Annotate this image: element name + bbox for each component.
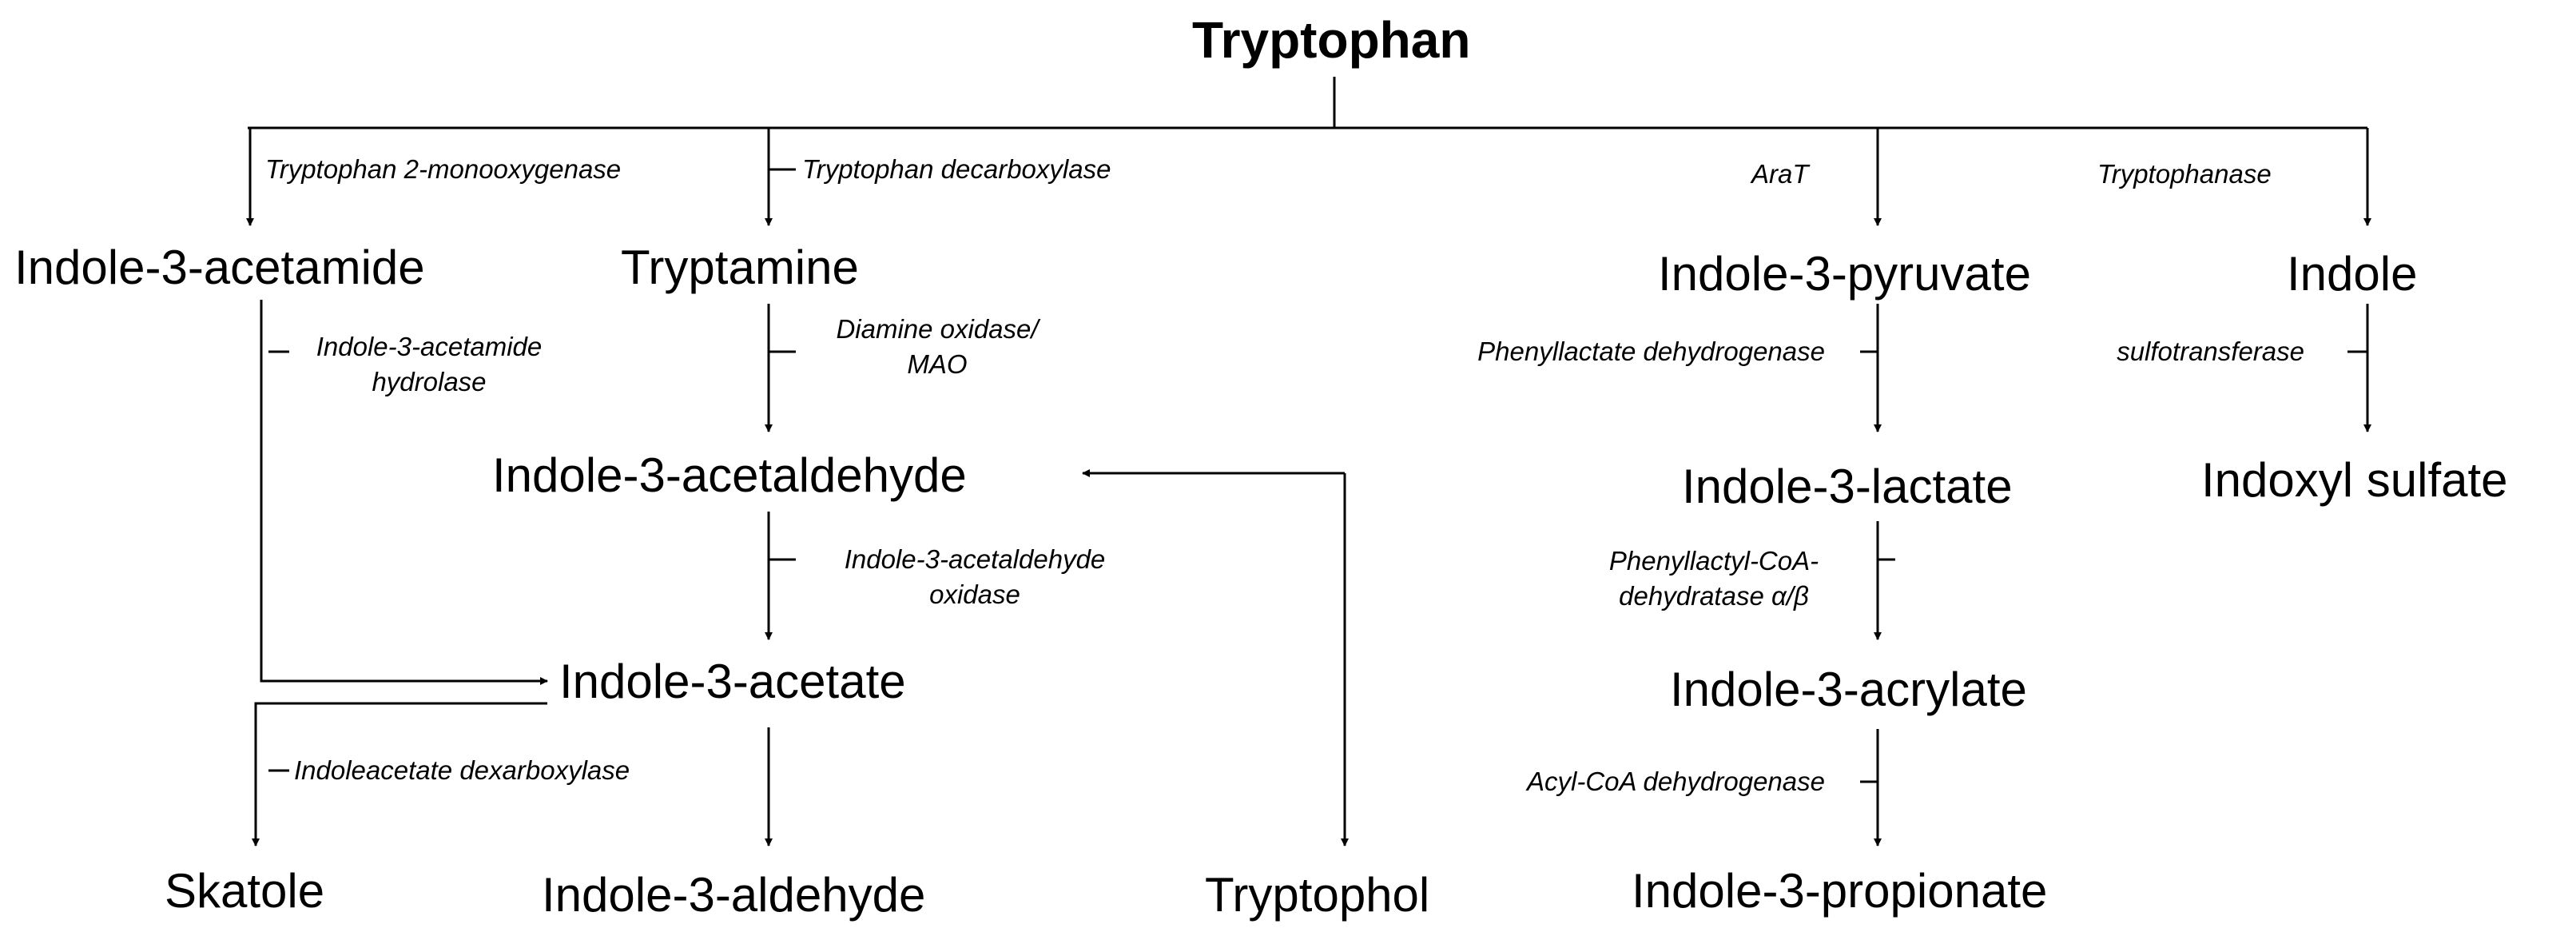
enzyme-label-line: hydrolase bbox=[372, 367, 487, 396]
enzyme-phenyllactate-dehydrogenase: Phenyllactate dehydrogenase bbox=[1477, 337, 1825, 366]
enzyme-label-line: Diamine oxidase/ bbox=[836, 314, 1039, 344]
enzyme-diamine-oxidase-mao: Diamine oxidase/ MAO bbox=[805, 312, 1069, 382]
compound-tryptophol: Tryptophol bbox=[1205, 868, 1430, 922]
enzyme-tryptophanase: Tryptophanase bbox=[2097, 159, 2272, 189]
arrow-acetamide-to-acetate bbox=[260, 300, 548, 685]
enzyme-label-line: Indole-3-acetamide bbox=[316, 332, 543, 361]
enzyme-indole-3-acetaldehyde-oxidase: Indole-3-acetaldehyde oxidase bbox=[803, 542, 1147, 612]
compound-indole-3-aldehyde: Indole-3-aldehyde bbox=[542, 868, 926, 922]
enzyme-tryptophan-2-monooxygenase: Tryptophan 2-monooxygenase bbox=[265, 154, 622, 184]
compound-indole-3-acetamide: Indole-3-acetamide bbox=[14, 241, 425, 294]
enzyme-label-line: oxidase bbox=[929, 580, 1020, 609]
enzyme-indoleacetate-decarboxylase: Indoleacetate dexarboxylase bbox=[294, 755, 630, 785]
enzyme-sulfotransferase: sulfotransferase bbox=[2117, 337, 2304, 366]
compound-indole-3-pyruvate: Indole-3-pyruvate bbox=[1658, 247, 2031, 301]
compound-tryptamine: Tryptamine bbox=[621, 241, 859, 294]
compound-indole-3-acetate: Indole-3-acetate bbox=[559, 655, 906, 708]
enzyme-label-line: dehydratase α/β bbox=[1619, 581, 1809, 611]
compound-indole-3-acrylate: Indole-3-acrylate bbox=[1670, 663, 2027, 716]
enzyme-arat: AraT bbox=[1751, 159, 1809, 189]
enzyme-label-line: Phenyllactyl-CoA- bbox=[1608, 546, 1819, 576]
compound-skatole: Skatole bbox=[165, 864, 325, 918]
enzyme-label-line: Indole-3-acetaldehyde bbox=[844, 544, 1106, 574]
compound-indole-3-acetaldehyde: Indole-3-acetaldehyde bbox=[492, 448, 967, 502]
enzyme-phenyllactyl-coa-dehydratase: Phenyllactyl-CoA- dehydratase α/β bbox=[1566, 544, 1862, 614]
compound-indole-3-propionate: Indole-3-propionate bbox=[1632, 864, 2048, 918]
arrow-acetate-to-skatole bbox=[252, 702, 547, 846]
compound-tryptophan: Tryptophan bbox=[1192, 11, 1471, 69]
compound-indole: Indole bbox=[2287, 247, 2418, 301]
enzyme-acyl-coa-dehydrogenase: Acyl-CoA dehydrogenase bbox=[1527, 767, 1825, 796]
compound-indoxyl-sulfate: Indoxyl sulfate bbox=[2201, 453, 2508, 507]
enzyme-indole-3-acetamide-hydrolase: Indole-3-acetamide hydrolase bbox=[297, 329, 561, 400]
enzyme-tryptophan-decarboxylase: Tryptophan decarboxylase bbox=[802, 154, 1111, 184]
compound-indole-3-lactate: Indole-3-lactate bbox=[1682, 460, 2013, 513]
enzyme-label-line: MAO bbox=[907, 349, 968, 379]
